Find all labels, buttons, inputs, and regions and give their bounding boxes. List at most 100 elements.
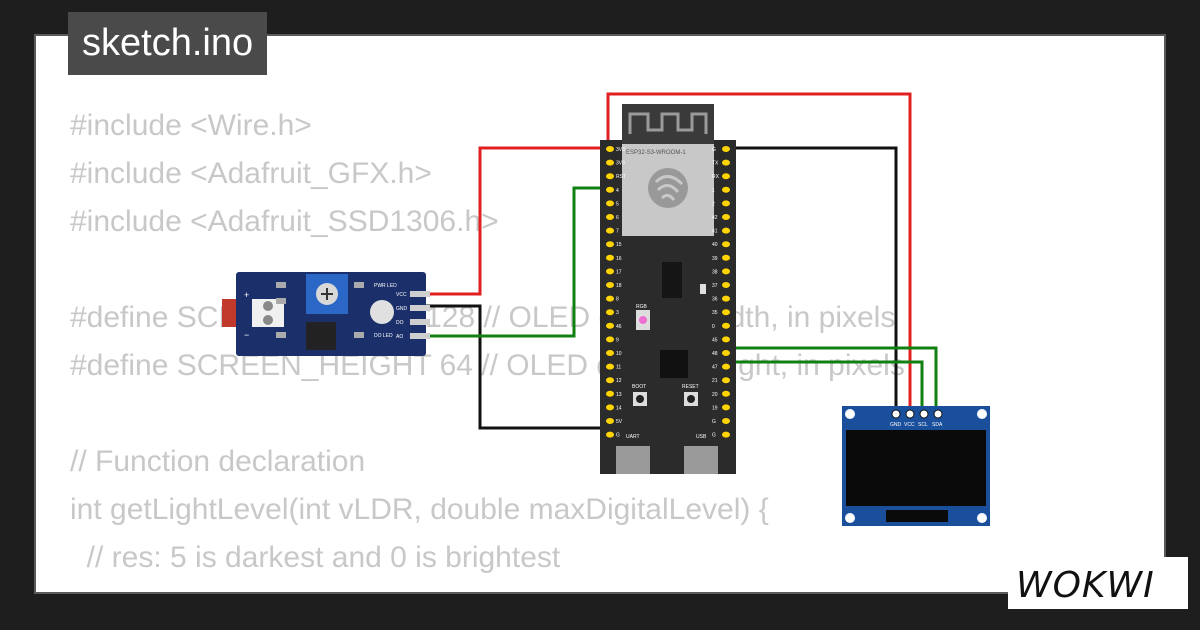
esp-left-pin-label: 10	[616, 351, 622, 357]
esp-right-pin-label: TX	[712, 161, 719, 167]
esp-left-pin[interactable]	[606, 241, 614, 248]
code-line: // res: 5 is darkest and 0 is brightest	[70, 541, 561, 574]
oled-pin[interactable]	[919, 409, 929, 419]
esp-left-pin[interactable]	[606, 214, 614, 220]
esp-right-pin[interactable]	[722, 241, 730, 248]
esp-right-pin[interactable]	[722, 390, 730, 397]
code-line: #include <Adafruit_SSD1306.h>	[70, 205, 499, 238]
rgb-label: RGB	[636, 304, 648, 310]
wire-g-to-oled-gnd	[726, 146, 898, 414]
ldr-pin[interactable]	[410, 291, 430, 297]
esp-left-pin[interactable]	[606, 282, 614, 288]
esp-left-pin[interactable]	[606, 350, 614, 356]
esp-left-pin[interactable]	[606, 186, 614, 193]
uart-label: UART	[626, 434, 640, 440]
esp-right-pin[interactable]	[722, 282, 730, 288]
wire-ldr-vcc-to-3v3	[424, 146, 610, 296]
esp-left-pin-label: 8	[616, 297, 619, 303]
esp-left-pin[interactable]	[606, 322, 614, 329]
usb-port[interactable]	[684, 446, 718, 474]
photoresistor	[222, 299, 236, 327]
esp-left-pin-label: 5V	[616, 419, 623, 425]
esp-right-pin[interactable]	[722, 200, 730, 207]
esp-right-pin-label: 21	[712, 378, 718, 384]
esp-left-pin[interactable]	[606, 227, 614, 234]
esp-left-pin[interactable]	[606, 431, 614, 438]
oled-pin-label: SDA	[932, 422, 943, 428]
esp-left-pin[interactable]	[606, 418, 614, 424]
esp-right-pin-label: 0	[712, 324, 715, 330]
oled-pin-label: GND	[890, 422, 902, 428]
esp-left-pin-label: 11	[616, 365, 621, 371]
esp-left-pin-label: 3V3	[616, 147, 625, 153]
esp-right-pin[interactable]	[722, 377, 730, 384]
esp-left-pin[interactable]	[606, 146, 614, 152]
pwr-led-label: PWR LED	[374, 283, 397, 289]
wire-ldr-gnd-to-g	[424, 304, 608, 430]
esp-left-pin[interactable]	[606, 254, 614, 261]
esp-right-pin[interactable]	[722, 336, 730, 343]
esp-left-pin-label: 3	[616, 310, 619, 316]
esp-left-pin-label: 18	[616, 283, 622, 289]
esp-left-pin-label: 7	[616, 229, 619, 235]
esp-left-pin[interactable]	[606, 336, 614, 343]
esp-left-pin[interactable]	[606, 159, 614, 166]
esp-right-pin[interactable]	[722, 159, 730, 166]
esp-right-pin[interactable]	[722, 431, 730, 438]
esp-left-pin[interactable]	[606, 377, 614, 384]
esp-right-pin-label: 42	[712, 215, 718, 221]
esp-left-pin-label: 13	[616, 392, 622, 398]
oled-pin[interactable]	[905, 409, 915, 419]
esp-right-pin-label: G	[712, 419, 716, 425]
esp-left-pin[interactable]	[606, 390, 614, 397]
esp-left-pin[interactable]	[606, 200, 614, 207]
ldr-pin[interactable]	[410, 319, 430, 325]
ldr-pin[interactable]	[410, 305, 430, 311]
esp-right-pin[interactable]	[722, 350, 730, 356]
code-line: int vmax = LDR_VALUE * maxDigitalLevel;	[70, 582, 905, 592]
esp-right-pin-label: 41	[712, 229, 718, 235]
ldr-pin-label: VCC	[396, 292, 407, 298]
esp-right-pin-label: 37	[712, 283, 718, 289]
esp-right-pin[interactable]	[722, 295, 730, 302]
esp-left-pin[interactable]	[606, 404, 614, 411]
ldr-pin[interactable]	[410, 333, 430, 339]
esp-left-pin[interactable]	[606, 309, 614, 316]
esp-right-pin[interactable]	[722, 363, 730, 370]
code-line: #include <Adafruit_GFX.h>	[70, 157, 432, 190]
esp-right-pin[interactable]	[722, 418, 730, 424]
esp32-s3-board[interactable]: ESP32-S3-WROOM-1 RGB BOOT RESET UART USB…	[600, 104, 736, 474]
oled-screen	[846, 430, 986, 506]
esp-right-pin[interactable]	[722, 322, 730, 329]
esp-left-pin-label: 4	[616, 188, 619, 194]
esp-right-pin[interactable]	[722, 404, 730, 411]
esp-right-pin[interactable]	[722, 214, 730, 220]
esp-right-pin[interactable]	[722, 173, 730, 180]
esp-right-pin[interactable]	[722, 186, 730, 193]
code-line: int getLightLevel(int vLDR, double maxDi…	[70, 493, 769, 526]
ldr-minus-label: −	[244, 330, 249, 340]
ldr-pin-label: DO	[396, 320, 404, 326]
esp-right-pin[interactable]	[722, 227, 730, 234]
esp-left-pin-label: 3V3	[616, 161, 625, 167]
esp-left-pin[interactable]	[606, 363, 614, 370]
oled-pin[interactable]	[891, 409, 901, 419]
comparator-chip	[306, 322, 336, 350]
esp-right-pin[interactable]	[722, 309, 730, 316]
esp-left-pin[interactable]	[606, 268, 614, 275]
esp-right-pin[interactable]	[722, 268, 730, 275]
esp-left-pin[interactable]	[606, 173, 614, 180]
esp-left-pin[interactable]	[606, 295, 614, 302]
esp-left-pin-label: 12	[616, 378, 622, 384]
wire-pin47-to-scl	[728, 360, 924, 414]
uart-usb-port[interactable]	[616, 446, 650, 474]
oled-pin[interactable]	[933, 409, 943, 419]
oled-pin-label: SCL	[918, 422, 928, 428]
file-name-tab: sketch.ino	[68, 12, 268, 75]
esp-right-pin[interactable]	[722, 146, 730, 152]
wire-pin48-to-sda	[728, 346, 938, 414]
esp-right-pin[interactable]	[722, 254, 730, 261]
reset-label: RESET	[682, 384, 699, 390]
